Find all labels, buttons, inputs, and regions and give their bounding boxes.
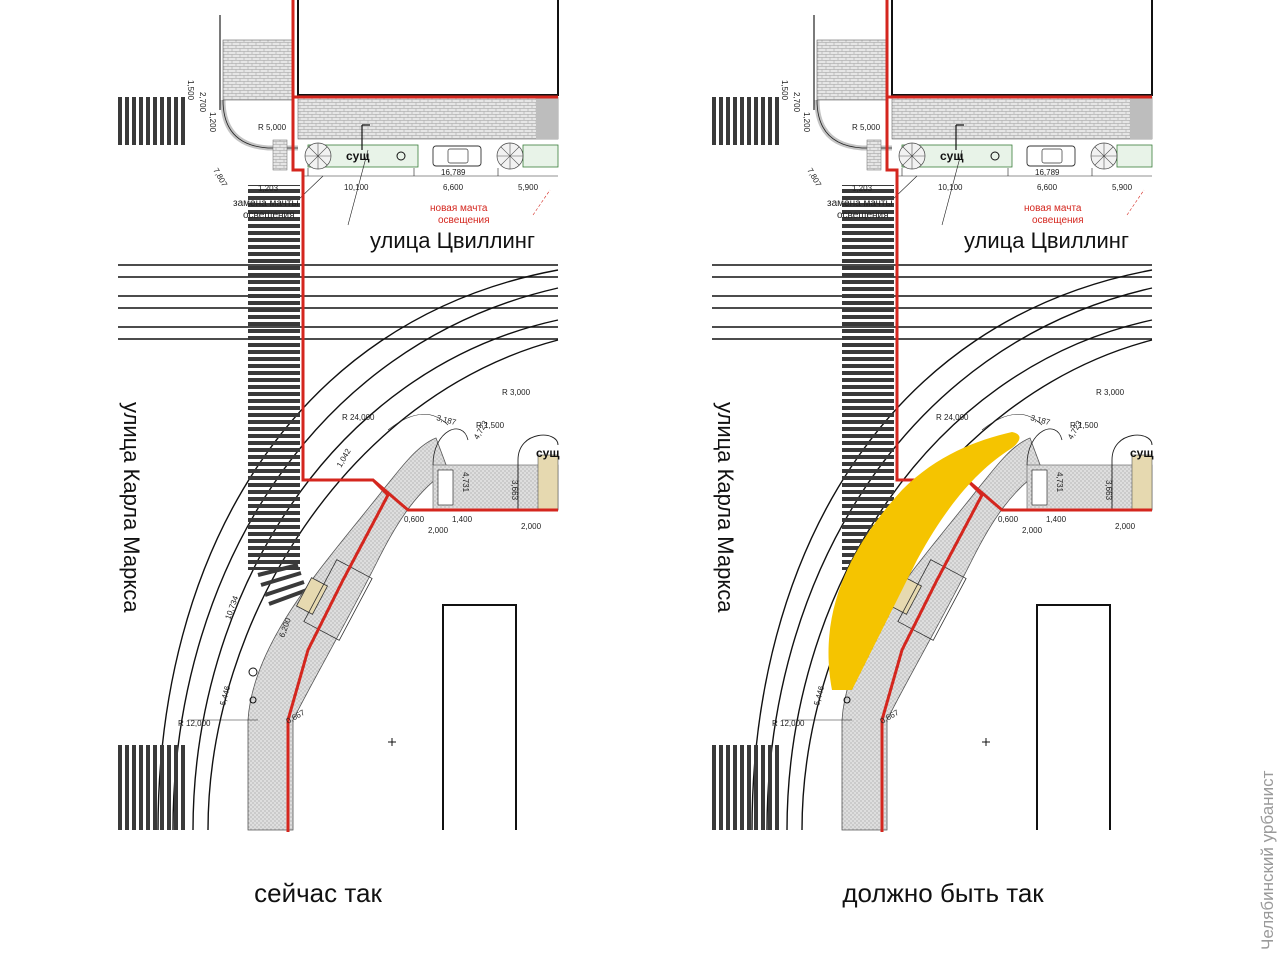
dim-label: 5,446 <box>812 684 826 706</box>
dim-label: 1,200 <box>208 112 217 133</box>
dim-label: 6,600 <box>1037 183 1058 192</box>
dim-label: 1,400 <box>452 515 473 524</box>
dim-label: 1,203 <box>852 184 873 193</box>
dim-label: 16,789 <box>1035 168 1060 177</box>
dim-label: 10,100 <box>938 183 963 192</box>
dim-label: R 3,000 <box>1096 388 1125 397</box>
dim-label: 6,600 <box>443 183 464 192</box>
dim-label: 2,000 <box>1115 522 1136 531</box>
street-label-tsvilling: улица Цвиллинг <box>964 228 1129 253</box>
street-label-karl-marx: улица Карла Маркса <box>713 402 738 613</box>
panel-current-labels: улица Цвиллинг улица Карла Маркса сущ су… <box>119 80 560 728</box>
dim-label: 3,187 <box>435 413 457 427</box>
dim-label: R 24,000 <box>342 413 375 422</box>
label-existing: сущ <box>346 149 370 163</box>
dim-label: 1,500 <box>780 80 789 101</box>
note-replace-line2: освещения <box>243 210 295 221</box>
note-replace-line1: замена мачты <box>827 198 893 209</box>
dim-label: 0,600 <box>404 515 425 524</box>
dim-label: 16,789 <box>441 168 466 177</box>
note-replace-line1: замена мачты <box>233 198 299 209</box>
panel-proposed-labels: улица Цвиллинг улица Карла Маркса сущ су… <box>713 80 1154 728</box>
label-existing-2: сущ <box>536 446 560 460</box>
note-new-line2: освещения <box>438 215 490 226</box>
dim-label: R 24,000 <box>936 413 969 422</box>
dim-label: 2,000 <box>521 522 542 531</box>
dim-label: 2,700 <box>198 92 207 113</box>
panel-proposed <box>712 0 1152 832</box>
dim-label: R 5,000 <box>258 123 287 132</box>
dim-label: 10,734 <box>223 594 240 621</box>
dim-label: R 12,000 <box>178 719 211 728</box>
dim-label: 7,807 <box>211 167 229 189</box>
dim-label: 1,400 <box>1046 515 1067 524</box>
dim-label: 2,000 <box>1022 526 1043 535</box>
property-boundary-line <box>880 0 1152 832</box>
dim-label: 5,900 <box>1112 183 1133 192</box>
dim-label: R 1,500 <box>476 421 505 430</box>
panel-current <box>118 0 558 832</box>
dim-label: 3,663 <box>510 480 519 501</box>
dim-label: 4,731 <box>1055 472 1064 493</box>
note-replace-line2: освещения <box>837 210 889 221</box>
dim-label: 3,663 <box>1104 480 1113 501</box>
dim-label: R 12,000 <box>772 719 805 728</box>
label-existing: сущ <box>940 149 964 163</box>
dim-label: R 1,500 <box>1070 421 1099 430</box>
dim-label: R 3,000 <box>502 388 531 397</box>
dim-label: 7,807 <box>805 167 823 189</box>
property-boundary-line <box>286 0 558 832</box>
dim-label: 2,000 <box>428 526 449 535</box>
note-new-line2: освещения <box>1032 215 1084 226</box>
note-new-line1: новая мачта <box>1024 203 1082 214</box>
dim-label: 5,900 <box>518 183 539 192</box>
dim-label: 1,042 <box>335 447 353 469</box>
note-new-line1: новая мачта <box>430 203 488 214</box>
caption-current: сейчас так <box>254 878 382 908</box>
proposed-path-highlight <box>828 432 1020 690</box>
dim-label: 1,500 <box>186 80 195 101</box>
dim-label: 4,731 <box>461 472 470 493</box>
dim-label: 1,203 <box>258 184 279 193</box>
label-existing-2: сущ <box>1130 446 1154 460</box>
street-label-karl-marx: улица Карла Маркса <box>119 402 144 613</box>
dim-label: R 5,000 <box>852 123 881 132</box>
dim-label: 5,446 <box>218 684 232 706</box>
dim-label: 2,700 <box>792 92 801 113</box>
dim-label: 10,100 <box>344 183 369 192</box>
dim-label: 3,187 <box>1029 413 1051 427</box>
caption-proposed: должно быть так <box>842 878 1044 908</box>
credit-label: Челябинский урбанист <box>1258 770 1277 950</box>
dim-label: 0,600 <box>998 515 1019 524</box>
dim-label: 1,200 <box>802 112 811 133</box>
street-label-tsvilling: улица Цвиллинг <box>370 228 535 253</box>
